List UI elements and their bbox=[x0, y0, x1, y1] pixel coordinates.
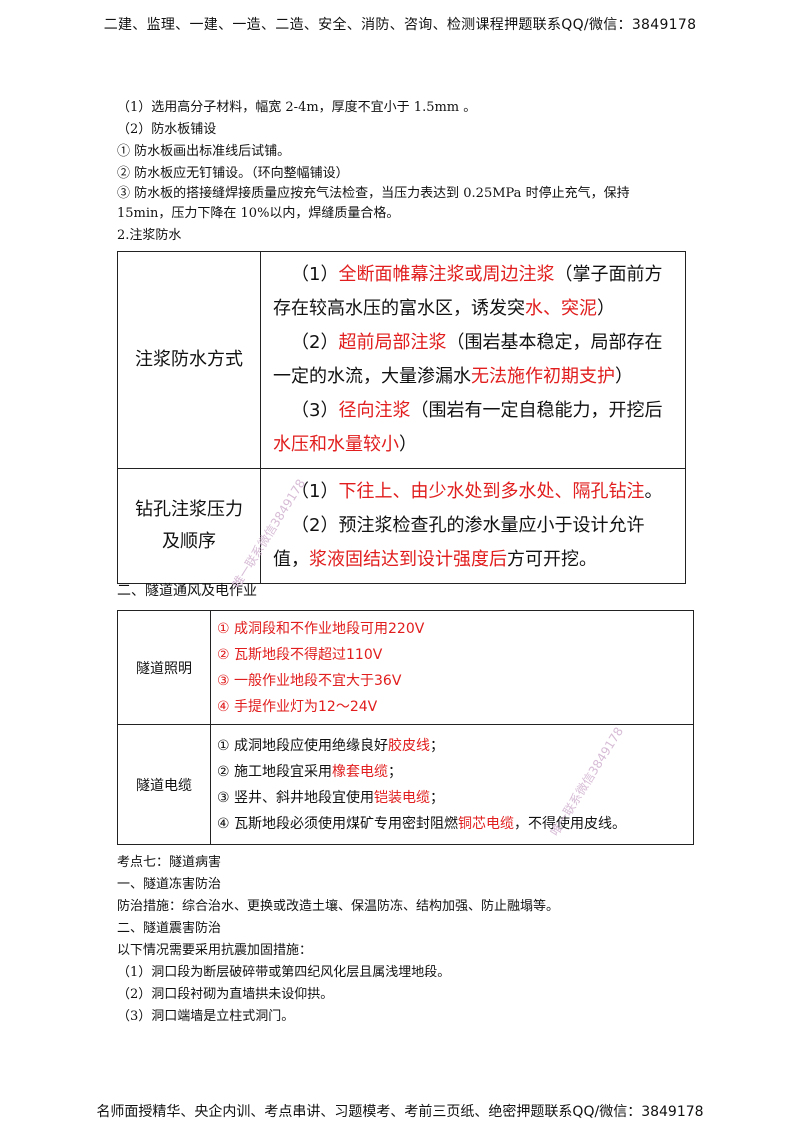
rich-item: ② 瓦斯地段不得超过110V bbox=[217, 642, 687, 668]
intro-line: （2）防水板铺设 bbox=[117, 122, 217, 137]
body-text: ； bbox=[430, 737, 445, 754]
body-text: ① 成洞地段应使用绝缘良好 bbox=[217, 737, 389, 754]
rich-item: ④ 手提作业灯为12～24V bbox=[217, 694, 687, 720]
row-label: 注浆防水方式 bbox=[117, 251, 261, 469]
intro-line: （1）选用高分子材料，幅宽 2-4m，厚度不宜小于 1.5mm 。 bbox=[117, 100, 477, 115]
body-text: 方可开挖。 bbox=[507, 549, 597, 570]
page-footer: 名师面授精华、央企内训、考点串讲、习题模考、考前三页纸、绝密押题联系QQ/微信：… bbox=[96, 1104, 704, 1120]
body-text: （1） bbox=[291, 264, 339, 285]
row-content: （1）全断面帷幕注浆或周边注浆（掌子面前方存在较高水压的富水区，诱发突水、突泥）… bbox=[260, 251, 686, 469]
highlight-text: 全断面帷幕注浆或周边注浆 bbox=[338, 264, 555, 285]
highlight-text: ③ 一般作业地段不宜大于36V bbox=[217, 672, 402, 689]
rich-item: ③ 竖井、斜井地段宜使用铠装电缆； bbox=[217, 785, 687, 811]
rich-item: ③ 一般作业地段不宜大于36V bbox=[217, 668, 687, 694]
outro-line: 一、隧道冻害防治 bbox=[117, 877, 222, 892]
body-text: ② 施工地段宜采用 bbox=[217, 763, 333, 780]
electrical-table: 隧道照明 ① 成洞段和不作业地段可用220V ② 瓦斯地段不得超过110V ③ … bbox=[117, 610, 694, 845]
highlight-text: 橡套电缆 bbox=[332, 763, 389, 780]
rich-item: （1）全断面帷幕注浆或周边注浆（掌子面前方存在较高水压的富水区，诱发突水、突泥） bbox=[273, 258, 677, 326]
row-label: 隧道照明 bbox=[117, 610, 211, 725]
row-content: （1）下往上、由少水处到多水处、隔孔钻注。 （2）预注浆检查孔的渗水量应小于设计… bbox=[260, 468, 686, 584]
highlight-text: 水、突泥 bbox=[525, 298, 597, 319]
rich-item: ② 施工地段宜采用橡套电缆； bbox=[217, 759, 687, 785]
outro-line: 二、隧道震害防治 bbox=[117, 921, 222, 936]
highlight-text: 超前局部注浆 bbox=[338, 332, 447, 353]
outro-line: 以下情况需要采用抗震加固措施： bbox=[117, 943, 313, 958]
intro-line: ③ 防水板的搭接缝焊接质量应按充气法检查，当压力表达到 0.25MPa 时停止充… bbox=[117, 186, 630, 201]
page-header: 二建、监理、一建、一造、二造、安全、消防、咨询、检测课程押题联系QQ/微信：38… bbox=[103, 17, 697, 33]
body-text: ； bbox=[388, 763, 403, 780]
table-row: 钻孔注浆压力 及顺序 （1）下往上、由少水处到多水处、隔孔钻注。 （2）预注浆检… bbox=[117, 468, 686, 584]
highlight-text: 无法施作初期支护 bbox=[471, 366, 615, 387]
table-row: 隧道照明 ① 成洞段和不作业地段可用220V ② 瓦斯地段不得超过110V ③ … bbox=[117, 610, 694, 725]
body-text: （2） bbox=[291, 332, 339, 353]
body-text: ） bbox=[597, 298, 615, 319]
outro-line: （1）洞口段为断层破碎带或第四纪风化层且属浅埋地段。 bbox=[117, 965, 451, 980]
label-line: 及顺序 bbox=[162, 531, 216, 552]
body-text: （3） bbox=[291, 400, 339, 421]
highlight-text: 胶皮线 bbox=[388, 737, 431, 754]
body-text: ③ 竖井、斜井地段宜使用 bbox=[217, 789, 375, 806]
intro-line: ② 防水板应无钉铺设。（环向整幅铺设） bbox=[117, 166, 349, 181]
highlight-text: 铠装电缆 bbox=[374, 789, 431, 806]
rich-item: ④ 瓦斯地段必须使用煤矿专用密封阻燃铜芯电缆，不得使用皮线。 bbox=[217, 811, 687, 837]
row-content: ① 成洞段和不作业地段可用220V ② 瓦斯地段不得超过110V ③ 一般作业地… bbox=[210, 610, 694, 725]
body-text: （围岩基本稳定，局部存在一定的水流，大量渗漏水 bbox=[273, 332, 663, 387]
table-row: 注浆防水方式 （1）全断面帷幕注浆或周边注浆（掌子面前方存在较高水压的富水区，诱… bbox=[117, 251, 686, 469]
row-label: 钻孔注浆压力 及顺序 bbox=[117, 468, 261, 584]
rich-item: ① 成洞段和不作业地段可用220V bbox=[217, 616, 687, 642]
body-text: （掌子面前方存在较高水压的富水区，诱发突 bbox=[273, 264, 663, 319]
intro-line: ① 防水板画出标准线后试铺。 bbox=[117, 144, 291, 159]
label-line: 钻孔注浆压力 bbox=[135, 499, 243, 520]
table-row: 隧道电缆 ① 成洞地段应使用绝缘良好胶皮线； ② 施工地段宜采用橡套电缆； ③ … bbox=[117, 724, 694, 845]
body-text: （围岩有一定自稳能力，开挖后 bbox=[410, 400, 663, 421]
body-text: ； bbox=[430, 789, 445, 806]
rich-item: （2）预注浆检查孔的渗水量应小于设计允许值，浆液固结达到设计强度后方可开挖。 bbox=[273, 509, 677, 577]
body-text: （2）预注浆检查孔的渗水量应小于设计允许值， bbox=[273, 515, 645, 570]
section-title: 二、隧道通风及电作业 bbox=[117, 583, 257, 599]
rich-item: （3）径向注浆（围岩有一定自稳能力，开挖后水压和水量较小） bbox=[273, 394, 677, 462]
highlight-text: 径向注浆 bbox=[338, 400, 411, 421]
row-label: 隧道电缆 bbox=[117, 724, 211, 845]
body-text: 。 bbox=[644, 481, 663, 502]
grouting-table: 注浆防水方式 （1）全断面帷幕注浆或周边注浆（掌子面前方存在较高水压的富水区，诱… bbox=[117, 251, 686, 584]
outro-line: 考点七：隧道病害 bbox=[117, 855, 222, 870]
rich-item: （2）超前局部注浆（围岩基本稳定，局部存在一定的水流，大量渗漏水无法施作初期支护… bbox=[273, 326, 677, 394]
highlight-text: ② 瓦斯地段不得超过110V bbox=[217, 646, 383, 663]
body-text: ，不得使用皮线。 bbox=[514, 815, 626, 832]
intro-line: 15min，压力下降在 10%以内，焊缝质量合格。 bbox=[117, 206, 400, 221]
highlight-text: 水压和水量较小 bbox=[273, 434, 399, 455]
body-text: ④ 瓦斯地段必须使用煤矿专用密封阻燃 bbox=[217, 815, 458, 832]
intro-line: 2.注浆防水 bbox=[117, 228, 182, 243]
highlight-text: 浆液固结达到设计强度后 bbox=[309, 549, 507, 570]
body-text: （1） bbox=[291, 481, 339, 502]
highlight-text: ① 成洞段和不作业地段可用220V bbox=[217, 620, 425, 637]
rich-item: ① 成洞地段应使用绝缘良好胶皮线； bbox=[217, 733, 687, 759]
body-text: ） bbox=[399, 434, 417, 455]
highlight-text: 铜芯电缆 bbox=[458, 815, 514, 832]
outro-line: 防治措施：综合治水、更换或改造土壤、保温防冻、结构加强、防止融塌等。 bbox=[117, 899, 560, 914]
outro-line: （3）洞口端墙是立柱式洞门。 bbox=[117, 1009, 295, 1024]
highlight-text: 下往上、由少水处到多水处、隔孔钻注 bbox=[338, 481, 645, 502]
rich-item: （1）下往上、由少水处到多水处、隔孔钻注。 bbox=[273, 475, 677, 509]
row-content: ① 成洞地段应使用绝缘良好胶皮线； ② 施工地段宜采用橡套电缆； ③ 竖井、斜井… bbox=[210, 724, 694, 845]
highlight-text: ④ 手提作业灯为12～24V bbox=[217, 698, 378, 715]
outro-line: （2）洞口段衬砌为直墙拱未设仰拱。 bbox=[117, 987, 334, 1002]
body-text: ） bbox=[615, 366, 633, 387]
